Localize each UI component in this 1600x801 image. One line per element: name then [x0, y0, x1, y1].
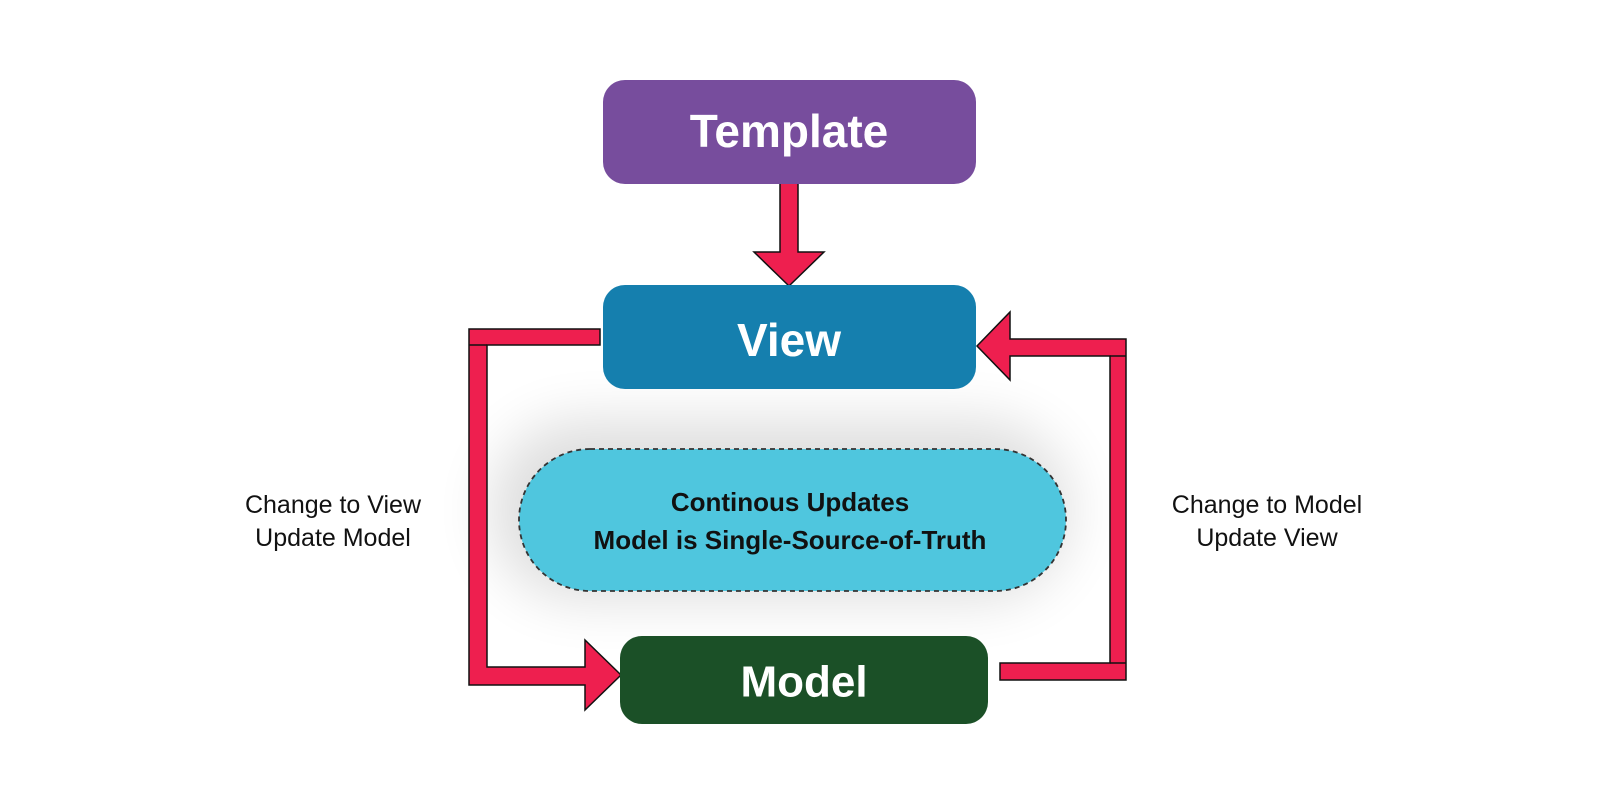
right-label-line-1: Change to Model	[1172, 491, 1362, 519]
center-line-2: Model is Single-Source-of-Truth	[594, 525, 987, 555]
template-label: Template	[690, 105, 889, 157]
view-label: View	[737, 314, 841, 366]
right-label-line-2: Update View	[1196, 524, 1338, 552]
model-to-view-arrow	[975, 310, 1127, 681]
template-to-view-arrow	[752, 179, 826, 288]
left-label: Change to View Update Model	[245, 491, 422, 552]
center-line-1: Continous Updates	[671, 487, 909, 517]
model-box	[620, 636, 988, 724]
center-pill-box	[518, 448, 1067, 592]
right-label: Change to Model Update View	[1172, 491, 1362, 552]
template-node: Template	[603, 80, 976, 184]
center-pill: Continous Updates Model is Single-Source…	[518, 448, 1067, 592]
template-box	[603, 80, 976, 184]
view-box	[603, 285, 976, 389]
view-to-model-arrow	[468, 328, 623, 712]
left-label-line-2: Update Model	[255, 524, 411, 552]
model-label: Model	[740, 658, 867, 707]
model-node: Model	[620, 636, 988, 724]
view-node: View	[603, 285, 976, 389]
left-label-line-1: Change to View	[245, 491, 422, 519]
